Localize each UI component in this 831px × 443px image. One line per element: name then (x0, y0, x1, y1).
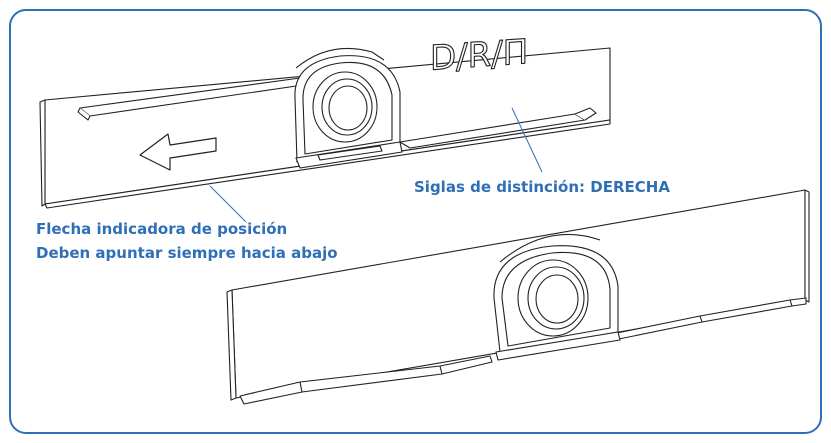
leader-siglas (511, 107, 543, 173)
callout-flecha-line2: Deben apuntar siempre hacia abajo (36, 244, 338, 262)
callout-flecha-line1: Flecha indicadora de posición (36, 220, 288, 238)
part-bottom (226, 189, 810, 405)
callout-siglas: Siglas de distinción: DERECHA (414, 178, 670, 196)
bottom-bore-inner (535, 274, 579, 324)
bottom-rib-right (611, 297, 807, 341)
leader-flecha (209, 185, 247, 223)
frame-border (9, 9, 822, 434)
top-plate-left-edge (39, 99, 46, 207)
top-bore-inner (328, 85, 368, 131)
part-top: D/R/Π (39, 32, 611, 209)
arrow-indicator (139, 133, 217, 171)
engraving-text: D/R/Π (430, 32, 528, 79)
bottom-rib-left (239, 355, 493, 405)
